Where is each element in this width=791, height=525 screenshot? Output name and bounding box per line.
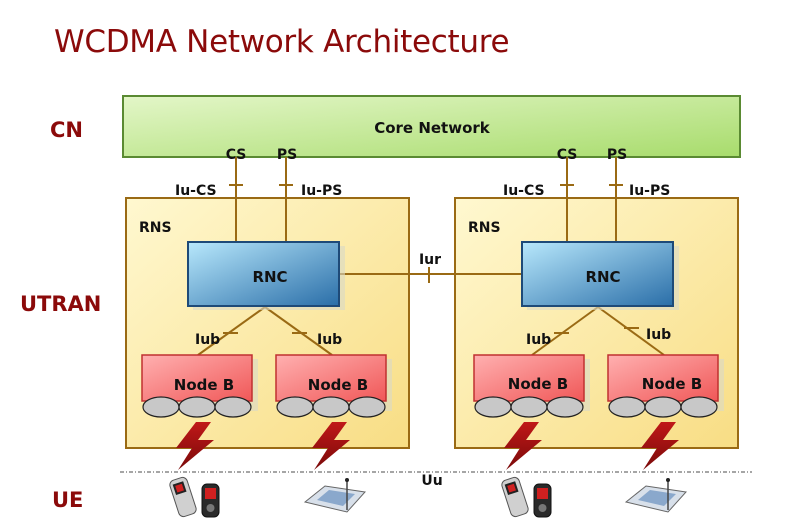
port-ps-1: PS — [277, 147, 297, 163]
lightning-icon — [176, 422, 214, 470]
node-b-1b: Node B — [275, 354, 392, 418]
iub-links-2 — [531, 306, 665, 356]
mobile-phone-icon — [501, 476, 552, 518]
node-b-2a: Node B — [473, 354, 590, 418]
core-network-label: Core Network — [374, 119, 491, 137]
page-title: WCDMA Network Architecture — [54, 24, 510, 60]
iu-ps-label-1: Iu-PS — [301, 183, 342, 199]
lightning-icon — [504, 422, 542, 470]
layer-label-cn: CN — [50, 118, 83, 142]
iu-links-2 — [560, 157, 623, 242]
rnc-label-2: RNC — [585, 268, 620, 286]
iu-cs-label-2: Iu-CS — [503, 183, 545, 199]
iur-link — [339, 267, 523, 283]
uu-label: Uu — [421, 473, 442, 489]
port-ps-2: PS — [607, 147, 627, 163]
node-b-1a: Node B — [141, 354, 258, 418]
iub-label-2b: Iub — [646, 327, 671, 343]
port-cs-2: CS — [557, 147, 578, 163]
lightning-icon — [312, 422, 350, 470]
mobile-phone-icon — [169, 476, 220, 518]
node-b-2b: Node B — [607, 354, 724, 418]
core-network-box: Core Network — [122, 95, 741, 158]
node-b-label: Node B — [308, 376, 368, 394]
iu-cs-label-1: Iu-CS — [175, 183, 217, 199]
iub-label-1b: Iub — [317, 332, 342, 348]
layer-label-ue: UE — [52, 488, 84, 512]
rnc-2: RNC — [521, 241, 679, 310]
iub-label-2a: Iub — [526, 332, 551, 348]
lightning-icon — [641, 422, 679, 470]
node-b-label: Node B — [174, 376, 234, 394]
rns-label-1: RNS — [139, 220, 172, 236]
iub-label-1a: Iub — [195, 332, 220, 348]
port-cs-1: CS — [226, 147, 247, 163]
data-card-icon — [624, 478, 687, 513]
layer-label-utran: UTRAN — [20, 292, 102, 316]
iu-links-1 — [229, 157, 293, 242]
node-b-label: Node B — [508, 375, 568, 393]
data-card-icon — [303, 478, 366, 513]
iur-label: Iur — [419, 252, 441, 268]
iu-ps-label-2: Iu-PS — [629, 183, 670, 199]
rnc-label-1: RNC — [252, 268, 287, 286]
rns-label-2: RNS — [468, 220, 501, 236]
iub-links-1 — [197, 306, 333, 356]
rnc-1: RNC — [187, 241, 345, 310]
node-b-label: Node B — [642, 375, 702, 393]
